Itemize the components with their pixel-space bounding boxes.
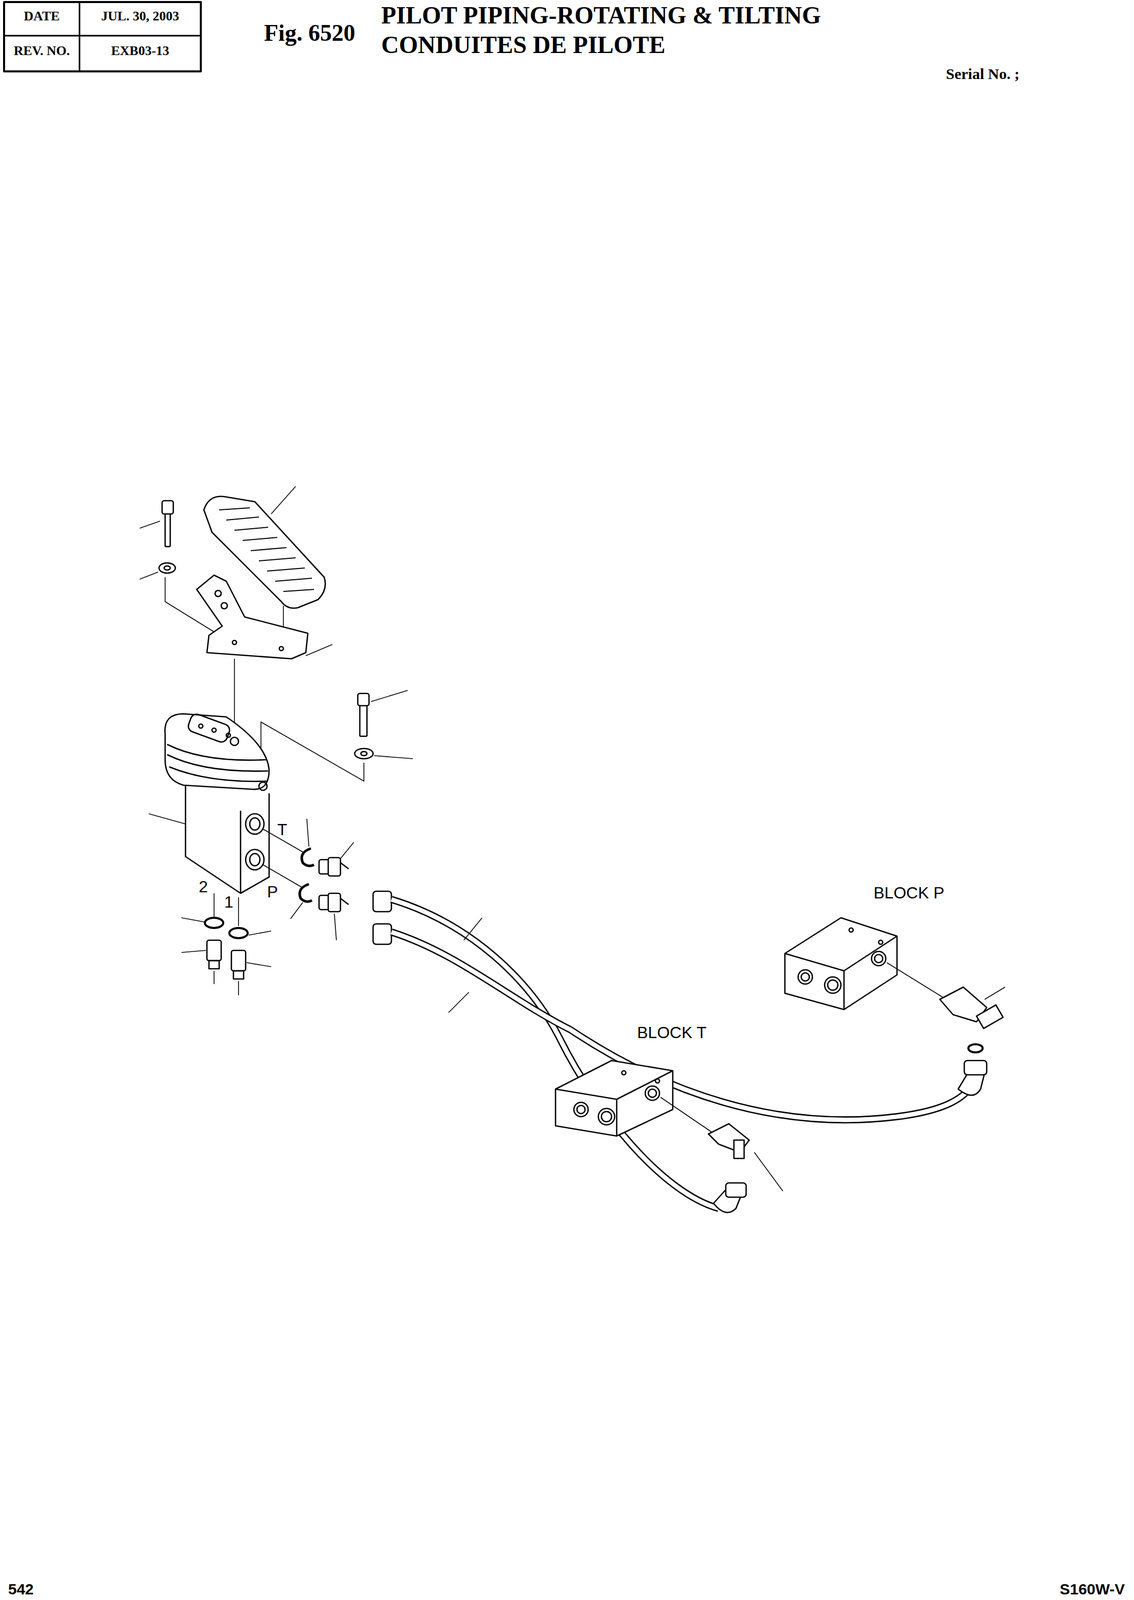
port-label: T xyxy=(277,820,288,839)
figure-title: PILOT PIPING-ROTATING & TILTING xyxy=(381,2,822,30)
header-cell: REV. NO. xyxy=(4,43,80,59)
header-cell: JUL. 30, 2003 xyxy=(79,9,201,24)
serial-note: Serial No. ; xyxy=(945,65,1020,83)
header-cell: EXB03-13 xyxy=(79,43,201,59)
model-code: S160W-V xyxy=(1059,1579,1125,1597)
figure-number: Fig. 6520 xyxy=(264,20,356,47)
port-label: P xyxy=(267,882,278,901)
page-number: 542 xyxy=(8,1579,34,1597)
header-cell: DATE xyxy=(4,9,80,24)
block-label: BLOCK P xyxy=(873,883,945,902)
figure-subtitle: CONDUITES DE PILOTE xyxy=(381,31,666,59)
block-label: BLOCK T xyxy=(637,1023,707,1042)
port-label: 1 xyxy=(224,892,234,911)
port-label: 2 xyxy=(198,877,208,896)
